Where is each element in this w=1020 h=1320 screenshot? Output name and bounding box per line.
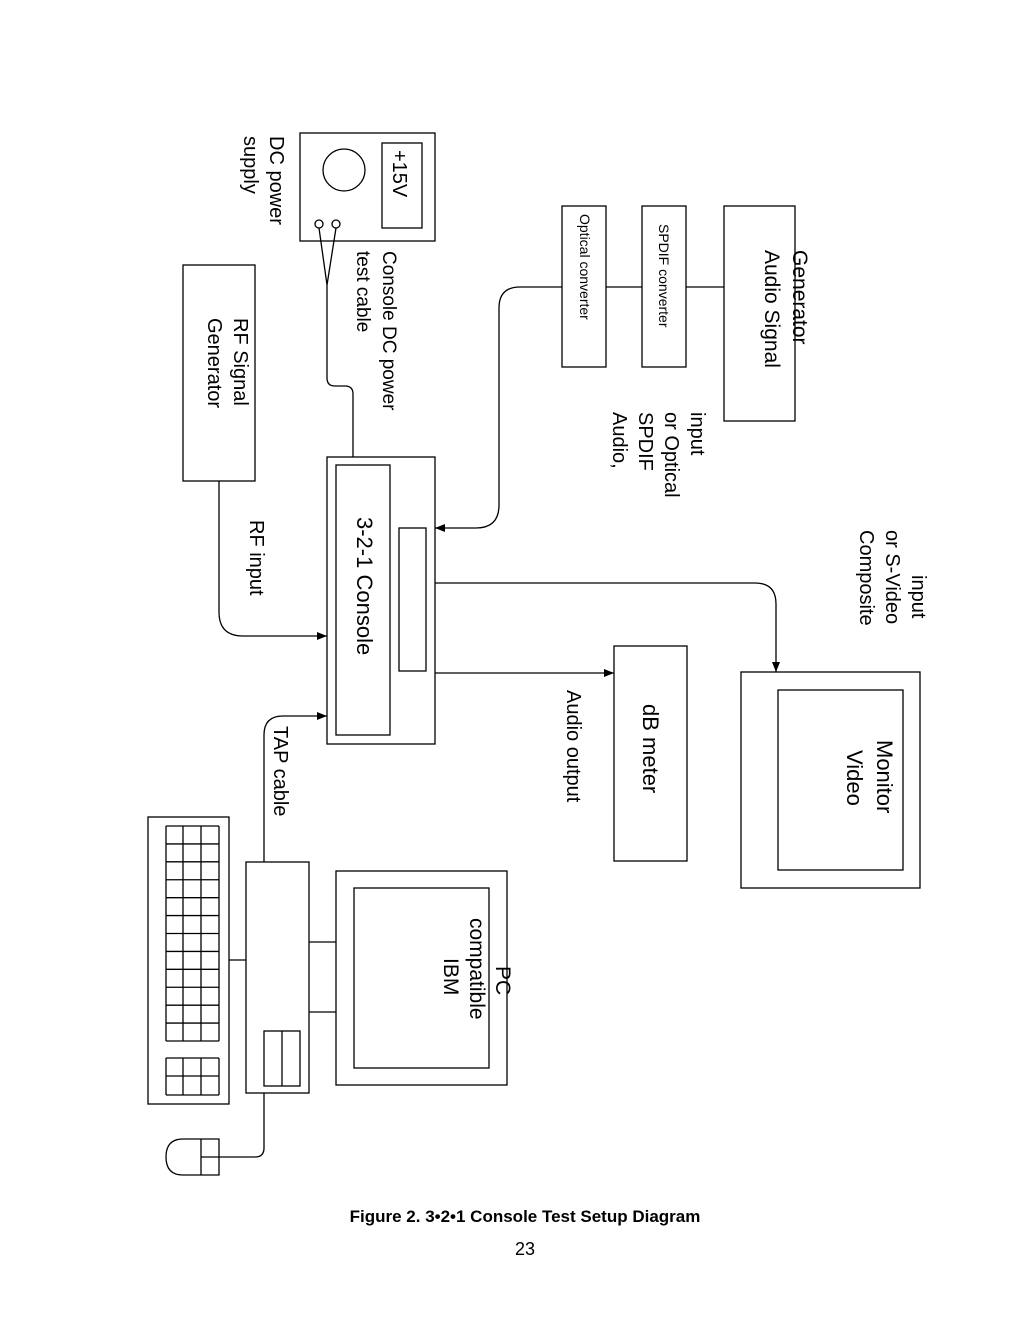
video-output-line [435,582,780,672]
terminal-icon [331,219,341,229]
audio-input-line [435,286,562,532]
audio-input-label: Audio, SPDIF or Optical input [608,412,708,503]
console-label: 3-2-1 Console [352,517,377,655]
pc-label: IBM compatible PC [439,918,514,1025]
tap-cable-label: TAP cable [269,726,291,816]
power-dial-icon [322,148,366,192]
power-cable-line [318,227,354,457]
rf-input-label: RF input [245,520,267,596]
audio-output-label: Audio output [562,690,584,803]
power-supply-label: DC power supply [239,136,287,230]
dc-power-supply [299,132,436,242]
video-monitor-screen [777,689,904,871]
audio-signal-generator-label: Audio Signal Generator [760,250,811,374]
power-cable-label: Console DC power test cable [352,251,399,416]
mouse-icon [165,1093,265,1176]
spdif-converter-label: SPDIF converter [656,224,672,328]
video-input-label: Composite or S-Video input [855,530,929,631]
rf-signal-generator-label: RF Signal Generator [203,318,251,411]
keyboard-icon [147,816,230,1105]
tap-cable-line [263,712,327,862]
voltage-display [381,142,423,229]
page-number: 23 [514,1239,536,1259]
rf-input-line [218,481,327,640]
db-meter-box [613,645,688,862]
pc-tower [245,861,310,1094]
pc-monitor [335,870,508,1086]
video-monitor-label: Video Monitor [842,740,897,813]
console [326,456,436,745]
audio-signal-generator-box [723,205,796,422]
video-monitor [740,671,921,889]
console-panel [335,464,391,736]
figure-caption: Figure 2. 3•2•1 Console Test Setup Diagr… [349,1207,701,1226]
db-meter-label: dB meter [638,704,663,793]
pc-monitor-screen [353,887,490,1069]
console-port [398,527,427,672]
terminal-icon [314,219,324,229]
voltage-display-label: +15V [388,150,410,198]
optical-converter-label: Optical converter [577,214,593,320]
